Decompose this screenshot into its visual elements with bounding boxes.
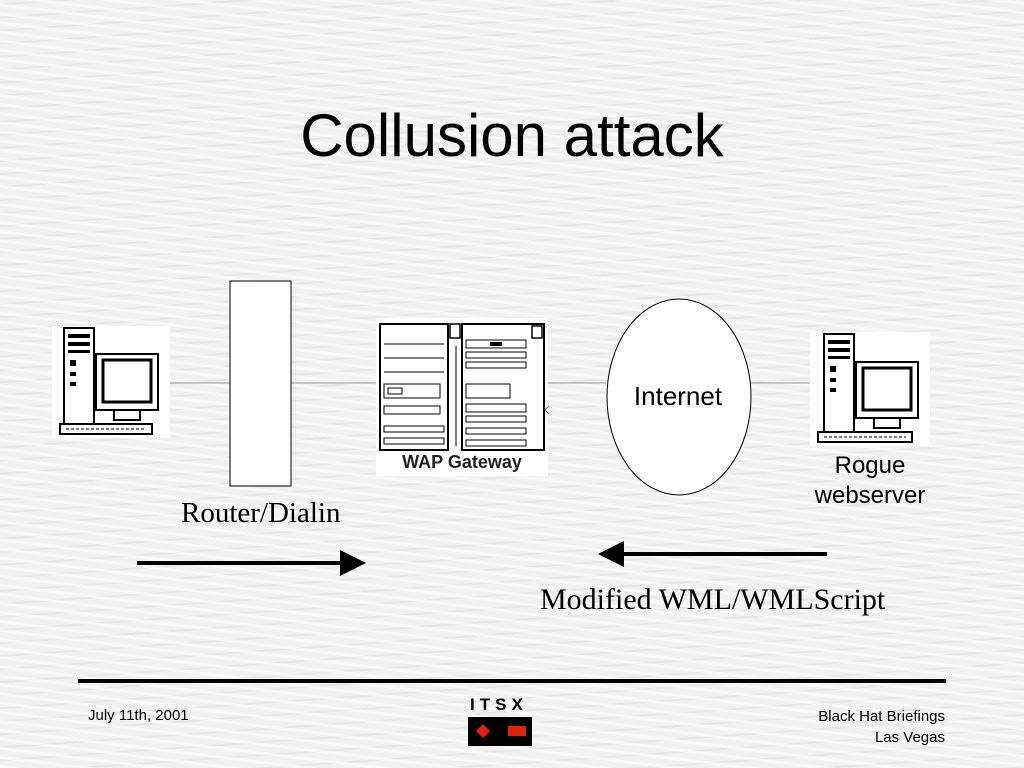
network-diagram — [52, 280, 930, 576]
logo-text: ITSX — [470, 695, 528, 714]
rogue-webserver-label: Rogue webserver — [800, 451, 940, 511]
arrow-left-icon — [598, 541, 827, 567]
itsx-logo: ITSX — [468, 695, 532, 746]
wap-gateway-label: WAP Gateway — [402, 452, 522, 472]
arrow-right-icon — [137, 550, 366, 576]
logo-badge — [468, 717, 532, 746]
internet-label: Internet — [633, 381, 723, 411]
router-dialin-label: Router/Dialin — [181, 497, 341, 529]
footer-event-line2: Las Vegas — [874, 729, 945, 746]
client-computer-icon — [52, 326, 170, 438]
rogue-server-icon — [810, 332, 930, 446]
router-box — [229, 280, 292, 487]
footer-event-line1: Black Hat Briefings — [818, 708, 945, 725]
wap-gateway-icon — [376, 318, 550, 476]
footer-date: July 11th, 2001 — [88, 707, 189, 724]
modified-wml-label: Modified WML/WMLScript — [540, 583, 886, 616]
internet-cloud — [606, 298, 752, 496]
logo-emblem-icon — [476, 724, 526, 738]
footer-event: Black Hat Briefings Las Vegas — [818, 706, 945, 748]
rogue-label-line2: webserver — [814, 482, 926, 509]
slide-title: Collusion attack — [300, 102, 724, 169]
rogue-label-line1: Rogue — [834, 452, 906, 479]
footer-divider — [78, 679, 946, 683]
